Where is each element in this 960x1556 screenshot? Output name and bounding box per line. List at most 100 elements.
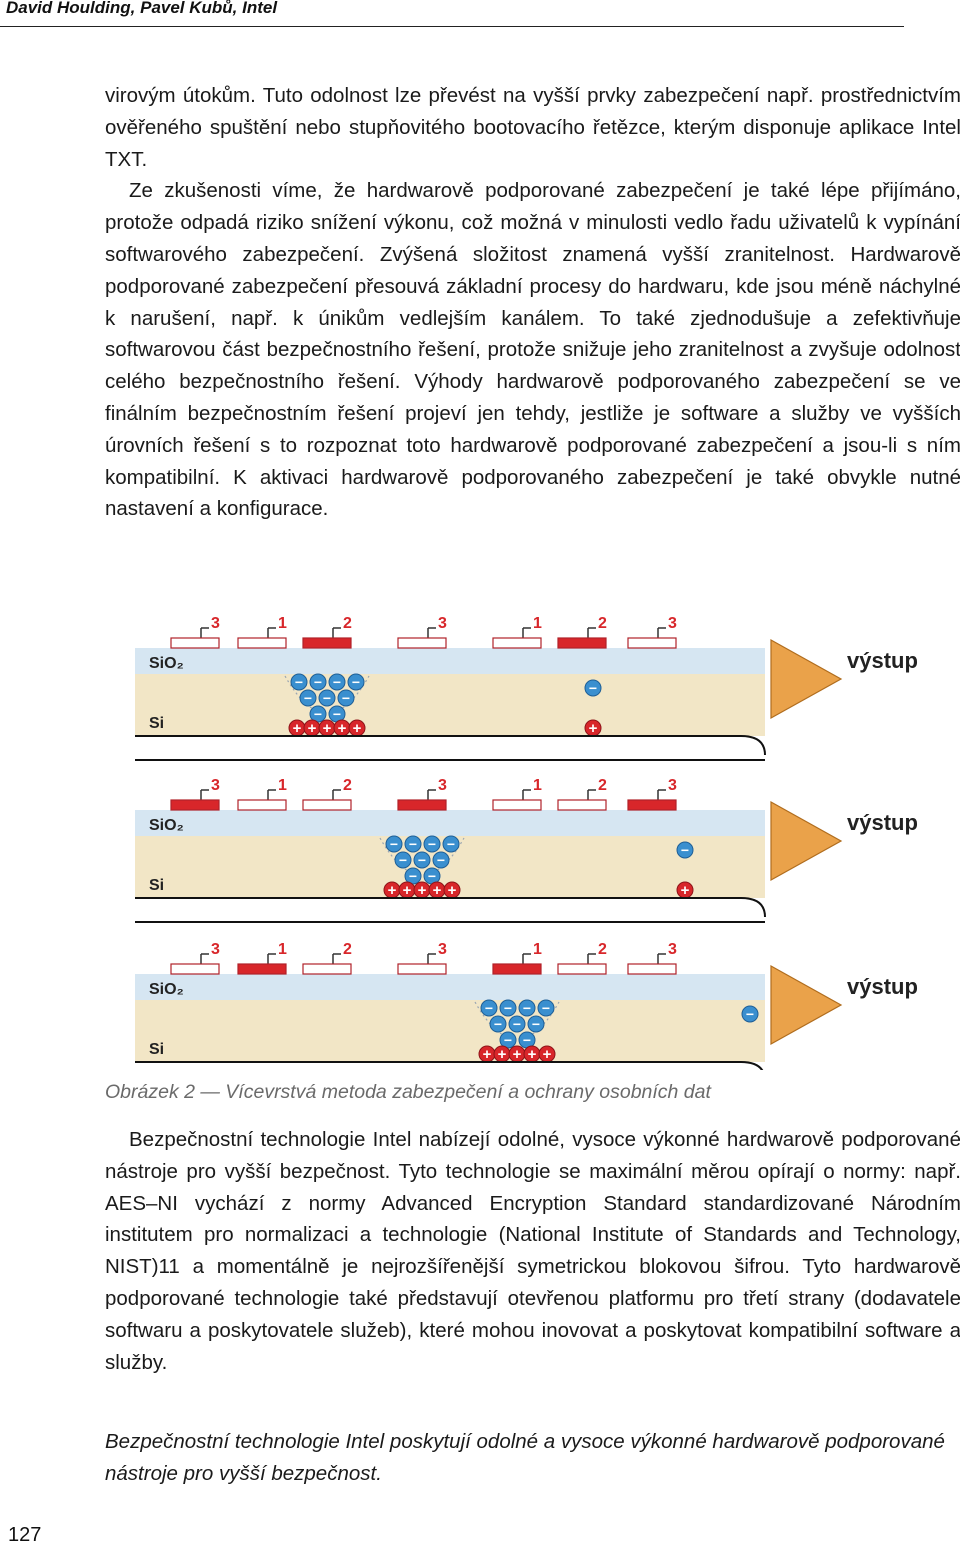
- electrode-digit: 3: [438, 615, 447, 632]
- electron-sign: −: [314, 674, 322, 690]
- electron-icon: [328, 673, 346, 691]
- electron-icon: [404, 835, 422, 853]
- ground-lead: [740, 735, 766, 756]
- electron-sign: −: [542, 1000, 550, 1016]
- electrode: [492, 637, 542, 649]
- hole-sign: +: [528, 1046, 537, 1063]
- electron-sign: −: [437, 852, 445, 868]
- electron-sign: −: [485, 1000, 493, 1016]
- electron-icon: [309, 673, 327, 691]
- electron-icon: [537, 999, 555, 1017]
- electron-icon: [423, 835, 441, 853]
- electron-sign: −: [409, 868, 417, 884]
- electron-sign: −: [333, 674, 341, 690]
- electron-sign: −: [342, 690, 350, 706]
- electron-sign: −: [428, 868, 436, 884]
- electrode-digit: 2: [598, 777, 607, 794]
- ground-lead: [740, 897, 766, 918]
- si-layer: [135, 1000, 765, 1062]
- electron-sign: −: [314, 706, 322, 722]
- electrode-digit: 3: [668, 615, 677, 632]
- electron-icon: [385, 835, 403, 853]
- electron-sign: −: [447, 836, 455, 852]
- electrode: [237, 963, 287, 975]
- electron-sign: −: [532, 1016, 540, 1032]
- electrode: [397, 637, 447, 649]
- page-number: 127: [8, 1524, 42, 1546]
- ground-lead: [740, 1061, 764, 1070]
- electrode: [492, 799, 542, 811]
- electrode-digit: 3: [438, 941, 447, 958]
- electrode: [170, 799, 220, 811]
- electrode: [492, 963, 542, 975]
- electrode: [397, 963, 447, 975]
- electron-icon: [508, 1015, 526, 1033]
- electron-icon: [432, 851, 450, 869]
- electrode-digit: 3: [668, 941, 677, 958]
- electrode: [557, 637, 607, 649]
- electrode: [237, 637, 287, 649]
- electrode-digit: 1: [533, 777, 542, 794]
- amplifier-icon: [770, 964, 843, 1046]
- electrode-digit: 2: [343, 777, 352, 794]
- electrode-digit: 1: [278, 615, 287, 632]
- highlight-quote: Bezpečnostní technologie Intel poskytují…: [105, 1430, 945, 1485]
- amplifier-icon: [770, 638, 843, 720]
- electron-sign: −: [523, 1032, 531, 1048]
- electron-sign: −: [333, 706, 341, 722]
- electron-icon: [290, 673, 308, 691]
- electron-icon: [527, 1015, 545, 1033]
- electrode-digit: 2: [598, 941, 607, 958]
- hole-sign: +: [388, 882, 397, 899]
- electrode-digit: 1: [278, 941, 287, 958]
- electrode-digit: 1: [533, 615, 542, 632]
- electrode-digit: 3: [211, 941, 220, 958]
- electron-icon: [442, 835, 460, 853]
- paragraph-2-body: Bezpečnostní technologie Intel nabízejí …: [105, 1128, 960, 1374]
- hole-sign: +: [403, 882, 412, 899]
- electron-sign: −: [523, 1000, 531, 1016]
- sio2-label: SiO₂: [149, 655, 184, 672]
- electron-sign: −: [390, 836, 398, 852]
- electrode-digit: 3: [438, 777, 447, 794]
- electron-icon: [518, 999, 536, 1017]
- electron-sign: −: [323, 690, 331, 706]
- electrode: [557, 799, 607, 811]
- output-label: výstup: [847, 810, 918, 835]
- electron-sign: −: [504, 1032, 512, 1048]
- electron-sign: −: [494, 1016, 502, 1032]
- electron-icon: [741, 1005, 759, 1023]
- electrode-digit: 2: [598, 615, 607, 632]
- electrode-digit: 2: [343, 615, 352, 632]
- hole-sign: +: [433, 882, 442, 899]
- electron-sign: −: [409, 836, 417, 852]
- electrode: [170, 637, 220, 649]
- si-label: Si: [149, 1041, 164, 1058]
- paragraph-1: virovým útokům. Tuto odolnost lze převés…: [105, 80, 960, 525]
- output-label: výstup: [847, 648, 918, 673]
- electron-sign: −: [589, 680, 597, 696]
- electrode: [627, 963, 677, 975]
- electron-icon: [413, 851, 431, 869]
- hole-sign: +: [543, 1046, 552, 1063]
- sio2-label: SiO₂: [149, 981, 184, 998]
- figure-caption: Obrázek 2 — Vícevrstvá metoda zabezpečen…: [105, 1081, 711, 1103]
- electron-icon: [337, 689, 355, 707]
- output-label: výstup: [847, 974, 918, 999]
- electron-icon: [299, 689, 317, 707]
- sio2-layer: [135, 810, 765, 836]
- electrode: [302, 799, 352, 811]
- hole-sign: +: [293, 720, 302, 737]
- header-rule: [0, 26, 904, 27]
- electron-sign: −: [504, 1000, 512, 1016]
- electrode: [302, 637, 352, 649]
- si-label: Si: [149, 877, 164, 894]
- hole-sign: +: [353, 720, 362, 737]
- electron-sign: −: [746, 1006, 754, 1022]
- hole-sign: +: [418, 882, 427, 899]
- hole-sign: +: [483, 1046, 492, 1063]
- electrode-digit: 3: [211, 615, 220, 632]
- electron-sign: −: [399, 852, 407, 868]
- electron-sign: −: [352, 674, 360, 690]
